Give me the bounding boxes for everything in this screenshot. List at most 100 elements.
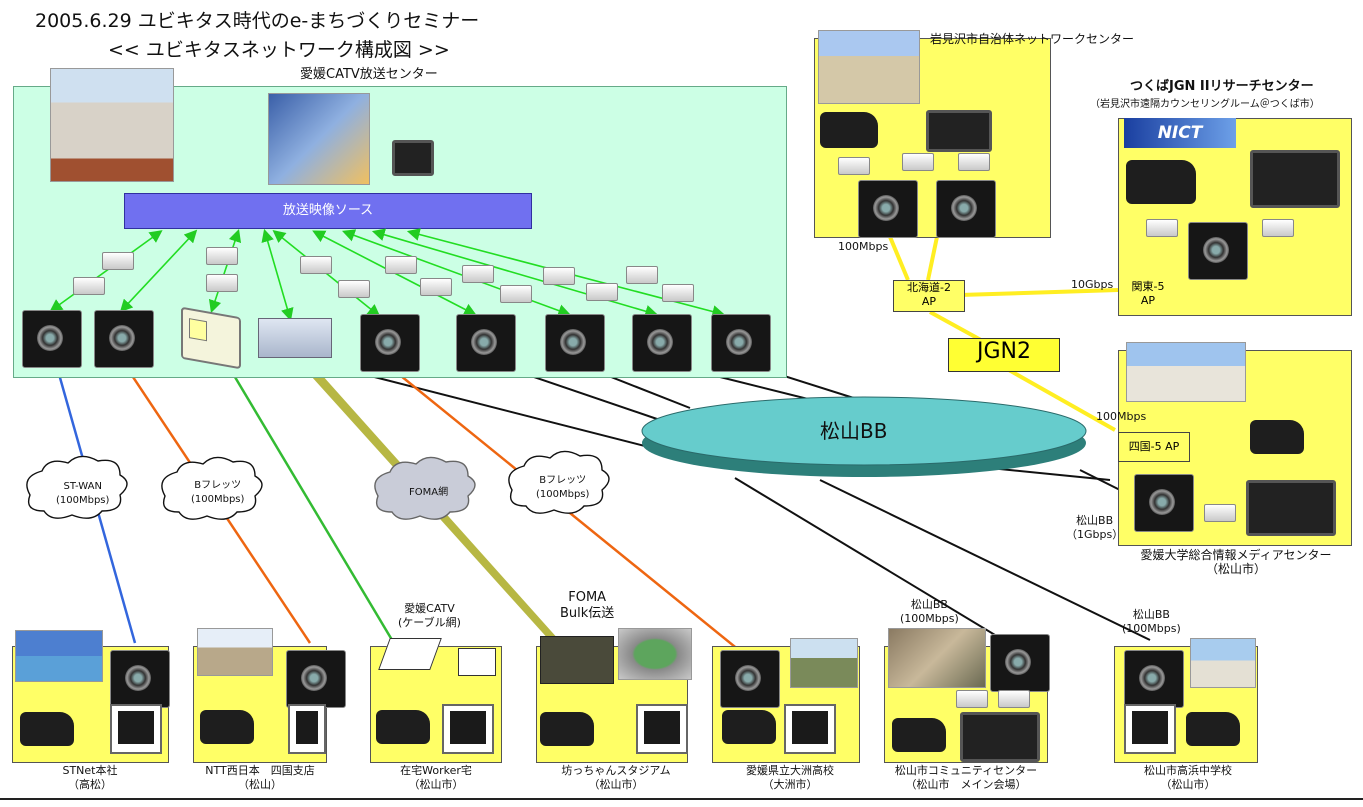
tsukuba-sublabel: （岩見沢市遠隔カウンセリングルーム＠つくば市）	[1090, 99, 1320, 110]
site-caption-takahama: 松山市高浜中学校 （松山市）	[1118, 764, 1258, 792]
site-city: （大洲市）	[762, 778, 818, 791]
ehime-bb-speed: （1Gbps）	[1066, 528, 1124, 541]
encoder-box-icon	[858, 180, 918, 238]
cloud-icon	[374, 456, 476, 520]
site-city: （松山市）	[1160, 778, 1216, 791]
catv-cable-note: 愛媛CATV (ケーブル網)	[398, 602, 461, 630]
building-photo-icon	[790, 638, 858, 688]
ehime-bb-label: 松山BB （1Gbps）	[1066, 514, 1123, 542]
site-caption-stadium: 坊っちゃんスタジアム （松山市）	[546, 764, 686, 792]
cloud-bflets-1-name: Bフレッツ	[194, 480, 242, 491]
router-icon	[385, 256, 417, 274]
flat-tv-icon	[960, 712, 1040, 762]
router-icon	[300, 256, 332, 274]
encoder-box-icon	[1188, 222, 1248, 280]
cloud-bflets-1: Bフレッツ (100Mbps)	[191, 479, 244, 507]
site-caption-ntt: NTT西日本 四国支店 （松山）	[190, 764, 330, 792]
cloud-stwan-name: ST-WAN	[63, 481, 102, 492]
tsukuba-label: つくばJGN IIリサーチセンター	[1130, 79, 1314, 94]
cloud-bflets-2: Bフレッツ (100Mbps)	[536, 474, 589, 502]
router-icon	[206, 274, 238, 292]
encoder-box-icon	[286, 650, 346, 708]
cloud-icon	[161, 456, 263, 520]
cloud-bflets-2-name: Bフレッツ	[539, 475, 587, 486]
cloud-icon	[508, 450, 610, 514]
broadcast-source-box: 放送映像ソース	[124, 193, 532, 229]
matsuyama-bb-label: 松山BB	[820, 419, 888, 443]
ehime-link-speed: 100Mbps	[1096, 410, 1147, 423]
camcorder-icon	[376, 710, 430, 744]
flat-tv-icon	[392, 140, 434, 176]
camcorder-icon	[20, 712, 74, 746]
ap-hokkaido-type: AP	[921, 295, 937, 308]
encoder-box-icon	[1134, 474, 1194, 532]
encoder-box-icon	[711, 314, 771, 372]
router-icon	[500, 285, 532, 303]
router-icon	[626, 266, 658, 284]
router-icon	[420, 278, 452, 296]
flat-tv-icon	[1246, 480, 1336, 536]
ehime-univ-label: 愛媛大学総合情報メディアセンター （松山市）	[1118, 548, 1354, 576]
cloud-bflets-1-speed: (100Mbps)	[191, 494, 245, 505]
ap-shikoku: 四国-5 AP	[1118, 432, 1190, 462]
encoder-box-icon	[360, 314, 420, 372]
encoder-box-icon	[22, 310, 82, 368]
iwamizawa-speed: 100Mbps	[838, 240, 889, 253]
ehime-univ-name: 愛媛大学総合情報メディアセンター	[1140, 548, 1332, 562]
site-caption-home: 在宅Worker宅 （松山市）	[376, 764, 496, 792]
router-icon	[206, 247, 238, 265]
encoder-box-icon	[110, 650, 170, 708]
site-name: 坊っちゃんスタジアム	[561, 764, 671, 777]
bb-community-name: 松山BB	[910, 598, 948, 611]
camcorder-icon	[820, 112, 878, 148]
jgn-links	[886, 231, 1180, 432]
router-icon	[543, 267, 575, 285]
server-unit-icon	[258, 318, 332, 358]
router-icon	[102, 252, 134, 270]
iwamizawa-label: 岩見沢市自治体ネットワークセンター	[930, 32, 1135, 46]
router-icon	[462, 265, 494, 283]
page-subtitle: << ユビキタスネットワーク構成図 >>	[108, 39, 450, 61]
router-icon	[998, 690, 1030, 708]
building-photo-icon	[15, 630, 103, 682]
encoder-box-icon	[456, 314, 516, 372]
bb-school-speed: (100Mbps)	[1122, 622, 1181, 635]
monitor-icon	[636, 704, 688, 754]
encoder-box-icon	[632, 314, 692, 372]
catv-center-label: 愛媛CATV放送センター	[300, 67, 438, 82]
site-city: （松山）	[238, 778, 282, 791]
router-icon	[73, 277, 105, 295]
bb-school-note: 松山BB (100Mbps)	[1122, 608, 1181, 636]
cloud-icon	[26, 455, 128, 519]
router-icon	[662, 284, 694, 302]
site-city: （松山市）	[408, 778, 464, 791]
camcorder-icon	[722, 710, 776, 744]
site-name: 愛媛県立大洲高校	[746, 764, 834, 777]
jgn2-label: JGN2	[948, 338, 1060, 372]
camcorder-icon	[1250, 420, 1304, 454]
encoder-box-icon	[990, 634, 1050, 692]
building-photo-icon	[1190, 638, 1256, 688]
router-icon	[958, 153, 990, 171]
bb-community-note: 松山BB (100Mbps)	[900, 598, 959, 626]
camcorder-icon	[1126, 160, 1196, 204]
matsuyama-bb-cloud	[641, 396, 1087, 477]
bb-community-speed: (100Mbps)	[900, 612, 959, 625]
router-icon	[956, 690, 988, 708]
building-photo-icon	[50, 68, 174, 182]
router-icon	[586, 283, 618, 301]
aerial-photo-icon	[888, 628, 986, 688]
encoder-box-icon	[936, 180, 996, 238]
foma-bulk-type: Bulk伝送	[560, 606, 615, 621]
site-city: （高松）	[68, 778, 112, 791]
router-icon	[902, 153, 934, 171]
cloud-bflets-2-speed: (100Mbps)	[536, 489, 590, 500]
ap-kanto-name: 関東-5	[1131, 280, 1165, 293]
ap-kanto: 関東-5 AP	[1118, 280, 1178, 312]
ap-hokkaido-name: 北海道-2	[907, 281, 951, 294]
router-icon	[1204, 504, 1236, 522]
bb-school-name: 松山BB	[1132, 608, 1170, 621]
site-name: 在宅Worker宅	[400, 764, 472, 777]
foma-bulk-name: FOMA	[568, 590, 607, 605]
